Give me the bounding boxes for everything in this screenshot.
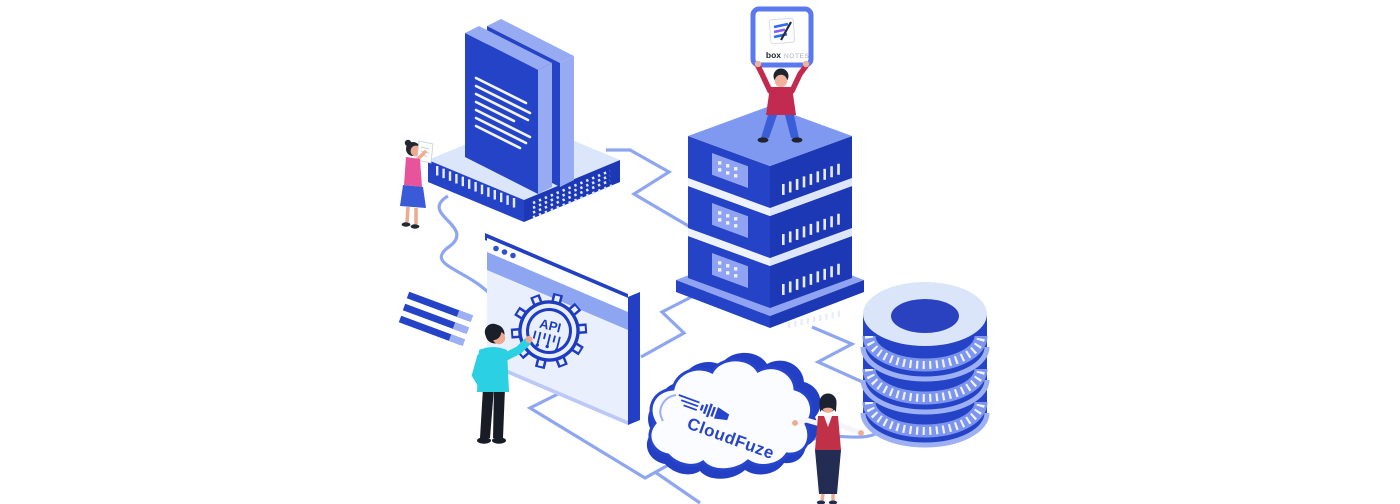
person1-leg-right <box>785 115 799 138</box>
browser-side-edge <box>628 292 640 425</box>
browser-titlebar <box>487 238 628 312</box>
cloudfuze-cloud: CloudFuze <box>646 352 821 479</box>
person1-leg-left <box>761 115 777 138</box>
data-transfer-bars <box>398 291 474 346</box>
server-unit-2 <box>688 186 852 258</box>
person4-vest <box>815 416 841 450</box>
server-unit-1 <box>688 136 852 208</box>
person3-shirt <box>477 347 509 392</box>
platform-right-face <box>524 160 620 222</box>
documents-stack <box>465 19 574 194</box>
person3-leg-right <box>493 388 505 438</box>
browser-toolbar <box>487 252 628 330</box>
database-stack <box>860 282 990 448</box>
connector-documents-to-server <box>606 148 715 243</box>
person2-skirt <box>400 185 426 208</box>
notes-product-text: NOTES <box>784 53 809 60</box>
server-base-right <box>770 280 864 328</box>
cloudfuze-logo-mark <box>678 394 730 421</box>
server-base-left <box>676 280 770 328</box>
box-notes-icon <box>768 17 796 45</box>
person4-skirt <box>815 450 841 494</box>
person1-sweater <box>766 87 796 115</box>
person-at-browser <box>471 323 533 444</box>
box-notes-card: box NOTES <box>750 6 814 68</box>
browser-bottom-edge <box>487 361 628 425</box>
connector-cloud-tail <box>654 470 701 504</box>
api-circuit-lines <box>532 330 561 349</box>
person1-face <box>774 74 788 88</box>
database-tick-bands <box>862 335 988 438</box>
api-label: API <box>538 316 563 336</box>
connector-platform-to-browser <box>437 194 490 294</box>
box-brand-text: box <box>766 50 781 60</box>
person-on-server <box>754 60 810 143</box>
browser-window: API <box>485 233 640 425</box>
database-top-hole <box>891 299 959 333</box>
connector-server-to-database <box>811 325 877 390</box>
person3-leg-left <box>480 388 494 438</box>
connector-server-to-browser <box>640 288 706 359</box>
person-with-paper <box>400 139 434 229</box>
platform-dot-grid <box>532 169 613 219</box>
person2-top <box>404 157 422 187</box>
api-gear-icon: API <box>510 292 588 370</box>
person-at-cloud <box>792 393 864 504</box>
server-tower <box>676 106 864 329</box>
browser-window-dots <box>493 245 516 259</box>
server-unit-3 <box>688 236 852 308</box>
document-text-lines <box>474 76 532 150</box>
server-top-face <box>688 106 852 166</box>
document-front <box>465 26 552 194</box>
